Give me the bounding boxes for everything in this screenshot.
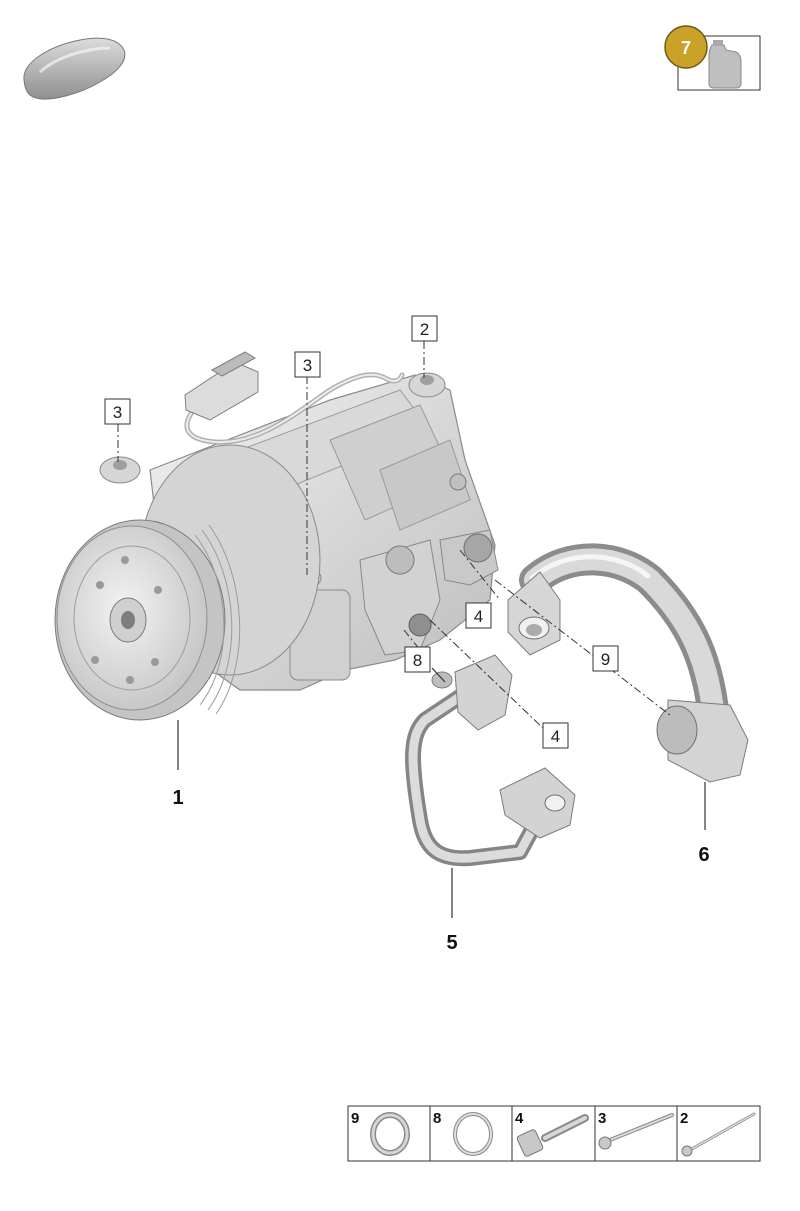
callout-2[interactable]: 2 (411, 315, 438, 342)
legend-item-2[interactable]: 2 (680, 1110, 756, 1157)
callout-3-left-label: 3 (113, 403, 122, 422)
legend-number-3: 3 (598, 1110, 606, 1127)
refrigerant-line-6[interactable] (507, 543, 749, 783)
parts-legend: 9 8 4 3 (347, 1105, 761, 1162)
o-ring-icon (370, 1112, 410, 1156)
callout-2-label: 2 (420, 320, 429, 339)
legend-item-3[interactable]: 3 (598, 1110, 674, 1150)
part-label-6[interactable]: 6 (698, 844, 709, 866)
badge-number: 7 (681, 38, 691, 58)
o-ring-icon (453, 1112, 493, 1156)
oil-bottle-icon (708, 40, 742, 89)
callout-8-label: 8 (413, 651, 422, 670)
legend-number-8: 8 (433, 1110, 441, 1127)
badge-circle (664, 25, 708, 69)
oil-badge[interactable]: 7 (664, 25, 761, 91)
legend-number-9: 9 (351, 1110, 359, 1127)
callout-4-upper[interactable]: 4 (465, 602, 492, 629)
pulley[interactable] (54, 519, 241, 721)
electrical-connector[interactable] (184, 351, 405, 445)
callout-8[interactable]: 8 (404, 646, 431, 673)
car-silhouette-icon (23, 37, 126, 100)
callout-3-center[interactable]: 3 (294, 351, 321, 378)
callout-3-center-label: 3 (303, 356, 312, 375)
legend-item-4[interactable]: 4 (515, 1110, 589, 1157)
part-label-5[interactable]: 5 (446, 932, 457, 954)
callout-9[interactable]: 9 (592, 645, 619, 672)
callout-4-lower[interactable]: 4 (542, 722, 569, 749)
compressor[interactable] (99, 372, 499, 691)
refrigerant-line-5[interactable] (405, 654, 576, 867)
callout-4-lower-label: 4 (551, 727, 560, 746)
long-bolt-icon (681, 1112, 756, 1157)
legend-number-4: 4 (515, 1110, 524, 1127)
legend-number-2: 2 (680, 1110, 688, 1127)
callout-9-label: 9 (601, 650, 610, 669)
legend-item-8[interactable]: 8 (433, 1110, 493, 1156)
long-bolt-icon (598, 1113, 674, 1150)
callout-3-left[interactable]: 3 (104, 398, 131, 425)
legend-item-9[interactable]: 9 (351, 1110, 410, 1156)
stud-bolt-icon (516, 1114, 589, 1157)
callout-4-upper-label: 4 (474, 607, 483, 626)
part-label-1[interactable]: 1 (172, 787, 183, 809)
